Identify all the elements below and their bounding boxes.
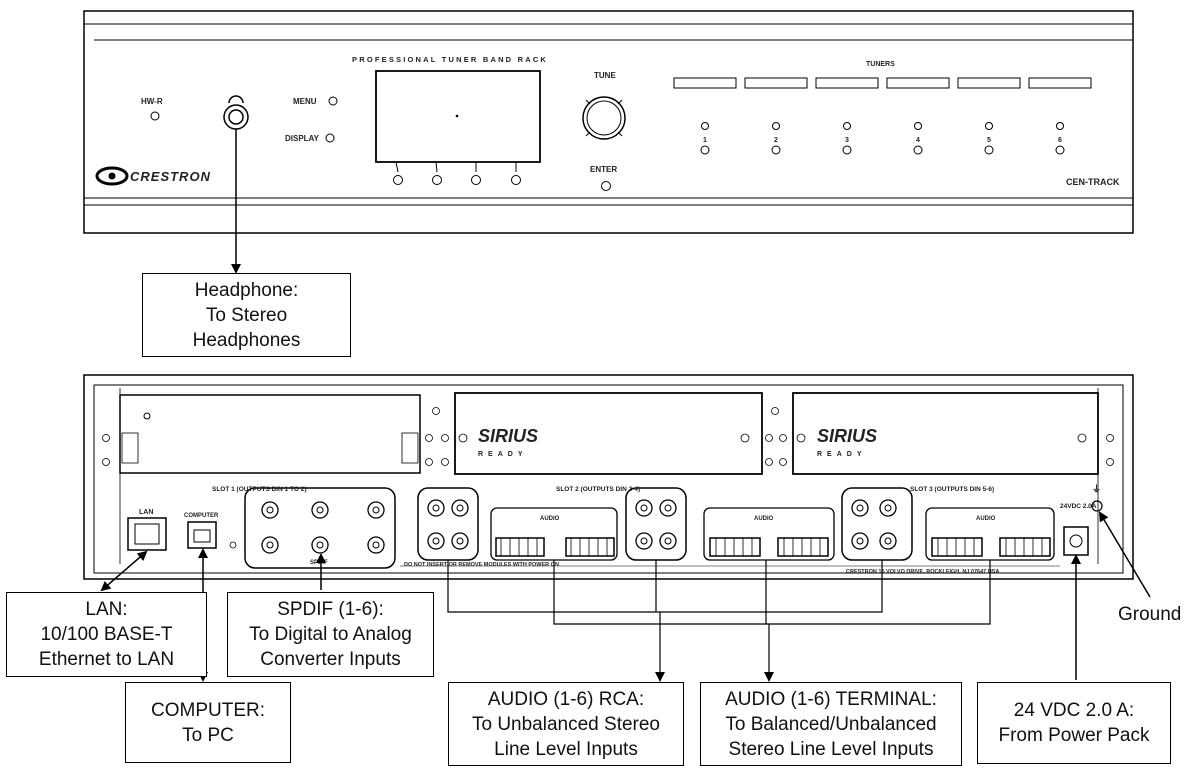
module-warning-label: DO NOT INSERT OR REMOVE MODULES WITH POW… xyxy=(404,562,559,568)
headphone-callout-line-1: Headphone: xyxy=(194,279,299,301)
power-callout: 24 VDC 2.0 A: From Power Pack xyxy=(977,682,1171,764)
rca-bus xyxy=(447,560,883,682)
spdif-label: SPDIF xyxy=(310,560,328,566)
brand-logo-text: CRESTRON xyxy=(130,169,211,184)
spdif-callout: SPDIF (1-6): To Digital to Analog Conver… xyxy=(227,592,434,677)
sirius-logo-2: SIRIUS xyxy=(817,426,877,446)
sirius-ready-1: READY xyxy=(478,451,528,458)
tuner-number-6: 6 xyxy=(1058,137,1062,144)
tune-label: TUNE xyxy=(594,71,616,80)
sirius-ready-2: READY xyxy=(817,451,867,458)
rca-block-2 xyxy=(625,487,687,561)
hw-r-label: HW-R xyxy=(141,97,163,106)
slot2-label: SLOT 2 (OUTPUTS DIN 3-4) xyxy=(556,486,640,493)
rca-block-3 xyxy=(841,487,913,561)
slot1-label: SLOT 1 (OUTPUTS DIN 1 TO 2) xyxy=(212,486,307,493)
menu-label: MENU xyxy=(293,97,317,106)
headphone-callout: Headphone: To Stereo Headphones xyxy=(142,273,351,357)
sirius-module-slot3 xyxy=(792,392,1099,475)
audio-rca-callout-line-1: AUDIO (1-6) RCA: xyxy=(487,688,645,710)
rear-panel xyxy=(83,374,1134,580)
spdif-connector-block xyxy=(244,487,396,569)
headphone-callout-line-3: Headphones xyxy=(192,329,301,351)
lan-callout: LAN: 10/100 BASE-T Ethernet to LAN xyxy=(6,592,207,677)
spdif-callout-line-1: SPDIF (1-6): xyxy=(277,599,384,620)
tuner-number-3: 3 xyxy=(845,137,849,144)
computer-usb-port xyxy=(187,521,217,549)
front-top-label: PROFESSIONAL TUNER BAND RACK xyxy=(352,55,548,64)
slot1-blank-plate xyxy=(119,394,421,474)
headphone-jack xyxy=(223,95,249,130)
crestron-logo-icon xyxy=(95,166,129,186)
tuner-leds xyxy=(700,122,1065,155)
tuners-label: TUNERS xyxy=(866,61,895,68)
lcd-display xyxy=(375,70,541,163)
ground-screw xyxy=(1091,500,1103,512)
display-led xyxy=(325,133,335,143)
lan-callout-line-2: 10/100 BASE-T xyxy=(40,624,173,645)
hw-r-led xyxy=(150,111,160,121)
sirius-module-slot2 xyxy=(454,392,763,475)
tuner-number-1: 1 xyxy=(703,137,707,144)
audio-rca-callout-line-3: Line Level Inputs xyxy=(494,738,638,760)
front-panel xyxy=(83,10,1134,234)
ground-leader xyxy=(1098,511,1151,598)
tuner-bars xyxy=(673,77,1092,89)
slot3-label: SLOT 3 (OUTPUTS DIN 5-6) xyxy=(910,486,994,493)
soft-keys xyxy=(393,161,521,185)
computer-callout: COMPUTER: To PC xyxy=(125,682,291,763)
computer-callout-line-2: To PC xyxy=(182,724,234,746)
computer-port-label: COMPUTER xyxy=(184,513,219,519)
lan-callout-line-1: LAN: xyxy=(85,599,128,620)
ground-label: Ground xyxy=(1118,604,1182,625)
rca-block-1 xyxy=(417,487,479,561)
callout-leaders xyxy=(100,129,1151,682)
lan-port-label: LAN xyxy=(139,509,153,516)
headphone-callout-line-2: To Stereo xyxy=(205,304,288,326)
audio-terminal-callout: AUDIO (1-6) TERMINAL: To Balanced/Unbala… xyxy=(700,682,962,766)
terminal-block-2 xyxy=(703,507,835,561)
spdif-callout-line-3: Converter Inputs xyxy=(260,649,401,670)
tuner-number-5: 5 xyxy=(987,137,991,144)
audio-terminal-callout-line-1: AUDIO (1-6) TERMINAL: xyxy=(725,688,937,710)
audio-rca-callout: AUDIO (1-6) RCA: To Unbalanced Stereo Li… xyxy=(448,682,684,766)
rear-panel-labels: SLOT 1 (OUTPUTS DIN 1 TO 2) SLOT 2 (OUTP… xyxy=(139,426,1101,575)
address-label: CRESTRON 15 VOLVO DRIVE, ROCKLEIGH, NJ 0… xyxy=(846,569,999,575)
tuner-number-4: 4 xyxy=(916,137,920,144)
audio-rca-callout-line-2: To Unbalanced Stereo xyxy=(471,713,660,735)
power-jack xyxy=(1063,526,1089,556)
computer-callout-line-1: COMPUTER: xyxy=(151,699,265,721)
display-label: DISPLAY xyxy=(285,134,320,143)
ground-symbol: ⏚ xyxy=(1092,484,1101,494)
enter-button xyxy=(601,181,611,191)
menu-led xyxy=(328,96,338,106)
power-label: 24VDC 2.0A xyxy=(1060,503,1097,510)
terminal-bus xyxy=(553,560,991,682)
audio-terminal-callout-line-3: Stereo Line Level Inputs xyxy=(728,738,934,760)
mounting-screws xyxy=(102,407,1114,466)
front-panel-labels: PROFESSIONAL TUNER BAND RACK HW-R MENU D… xyxy=(130,55,1120,187)
enter-label: ENTER xyxy=(590,165,617,174)
audio-label-1: AUDIO xyxy=(540,516,560,522)
tuner-number-2: 2 xyxy=(774,137,778,144)
sirius-logo-1: SIRIUS xyxy=(478,426,538,446)
lan-port xyxy=(127,517,167,551)
lan-leader xyxy=(100,550,148,592)
audio-label-3: AUDIO xyxy=(976,516,996,522)
spdif-callout-line-2: To Digital to Analog xyxy=(249,624,412,645)
power-callout-line-2: From Power Pack xyxy=(998,725,1150,746)
lan-callout-line-3: Ethernet to LAN xyxy=(38,649,175,670)
model-label: CEN-TRACK xyxy=(1066,177,1120,187)
audio-label-2: AUDIO xyxy=(754,516,774,522)
audio-terminal-callout-line-2: To Balanced/Unbalanced xyxy=(725,713,937,735)
tune-knob xyxy=(582,96,626,140)
power-callout-line-1: 24 VDC 2.0 A: xyxy=(1013,700,1135,721)
